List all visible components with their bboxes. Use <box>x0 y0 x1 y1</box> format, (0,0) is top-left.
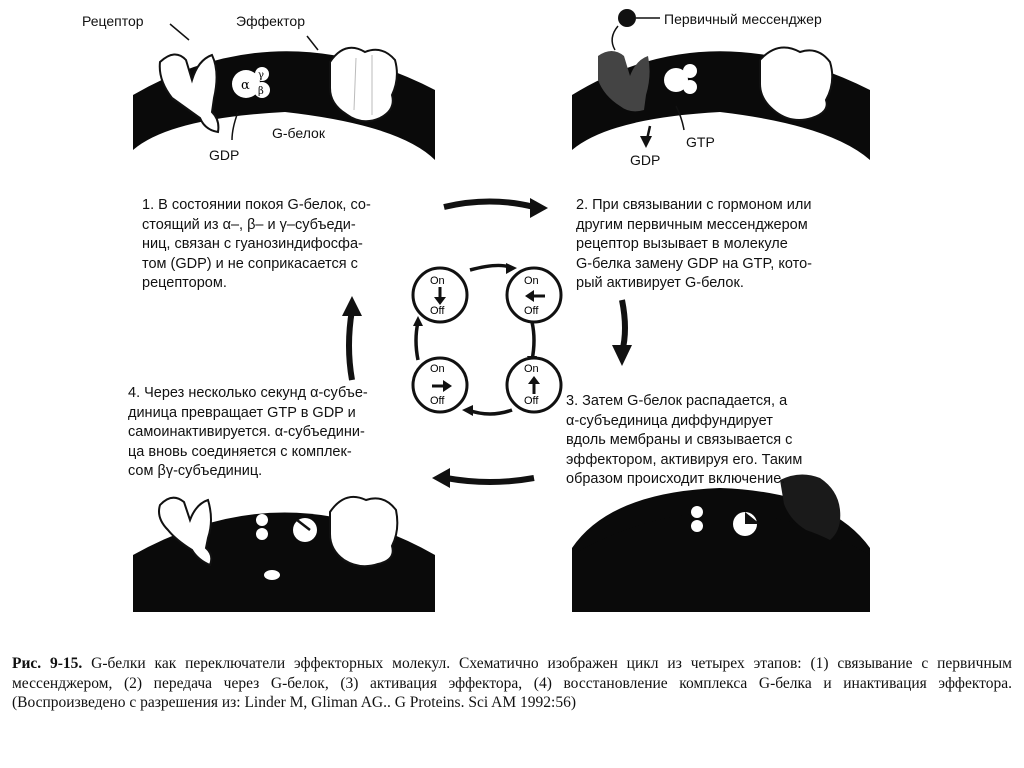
g-protein-label: G-белок <box>272 125 325 141</box>
step-1-text: 1. В состоянии покоя G-белок, со- стоящи… <box>142 197 371 291</box>
gdp-label-panel2: GDP <box>630 152 661 168</box>
gamma-subunit <box>255 67 269 81</box>
effector-label: Эффектор <box>236 13 305 29</box>
gdp-released <box>264 570 280 580</box>
effector-panel2 <box>759 46 834 121</box>
alpha-subunit-gdp <box>293 518 317 542</box>
gamma-label: γ <box>258 70 264 81</box>
alpha-subunit <box>232 70 260 98</box>
g-protein-activated <box>664 68 688 92</box>
receptor-shape <box>158 53 220 134</box>
caption-label: Рис. 9-15. <box>12 655 83 672</box>
switch-2: On Off <box>505 266 563 324</box>
svg-text:Off: Off <box>524 305 539 317</box>
caption-text: G-белки как переключатели эффекторных мо… <box>12 655 1012 711</box>
svg-text:Off: Off <box>430 395 445 407</box>
g-protein-cycle-diagram: α γ β <box>133 9 870 612</box>
svg-text:Off: Off <box>524 395 539 407</box>
outer-cycle-arrows <box>346 198 628 485</box>
first-messenger-molecule <box>618 9 636 27</box>
svg-text:Off: Off <box>430 305 445 317</box>
step-2-text: 2. При связывании с гормоном или другим … <box>576 197 812 291</box>
svg-text:On: On <box>430 275 445 287</box>
step-3-text: 3. Затем G-белок распадается, а α-субъед… <box>566 393 803 487</box>
switch-4: On Off <box>411 356 469 414</box>
gtp-label: GTP <box>686 134 715 150</box>
beta-subunit <box>254 82 270 98</box>
outer-arrowheads <box>342 198 632 488</box>
switch-3: On Off <box>505 356 563 414</box>
svg-text:On: On <box>430 363 445 375</box>
svg-text:On: On <box>524 275 539 287</box>
panel-2-membrane <box>572 9 870 160</box>
beta-label: β <box>258 86 264 97</box>
receptor-label: Рецептор <box>82 13 144 29</box>
switch-1: On Off <box>411 266 469 324</box>
step-4-text: 4. Через несколько секунд α-субъе- диниц… <box>128 385 368 479</box>
panel-1-membrane: α γ β <box>133 23 435 160</box>
first-messenger-label: Первичный мессенджер <box>664 11 822 27</box>
gdp-label-panel1: GDP <box>209 147 240 163</box>
receptor-panel4 <box>158 496 213 567</box>
alpha-label: α <box>241 78 250 93</box>
effector-shape <box>329 46 398 123</box>
effector-panel4 <box>329 496 399 568</box>
figure-caption: Рис. 9-15. G-белки как переключатели эфф… <box>12 654 1012 713</box>
panel-3-membrane <box>572 474 870 612</box>
svg-text:On: On <box>524 363 539 375</box>
panel-4-membrane <box>133 496 435 612</box>
receptor-bound-shape <box>598 51 650 112</box>
